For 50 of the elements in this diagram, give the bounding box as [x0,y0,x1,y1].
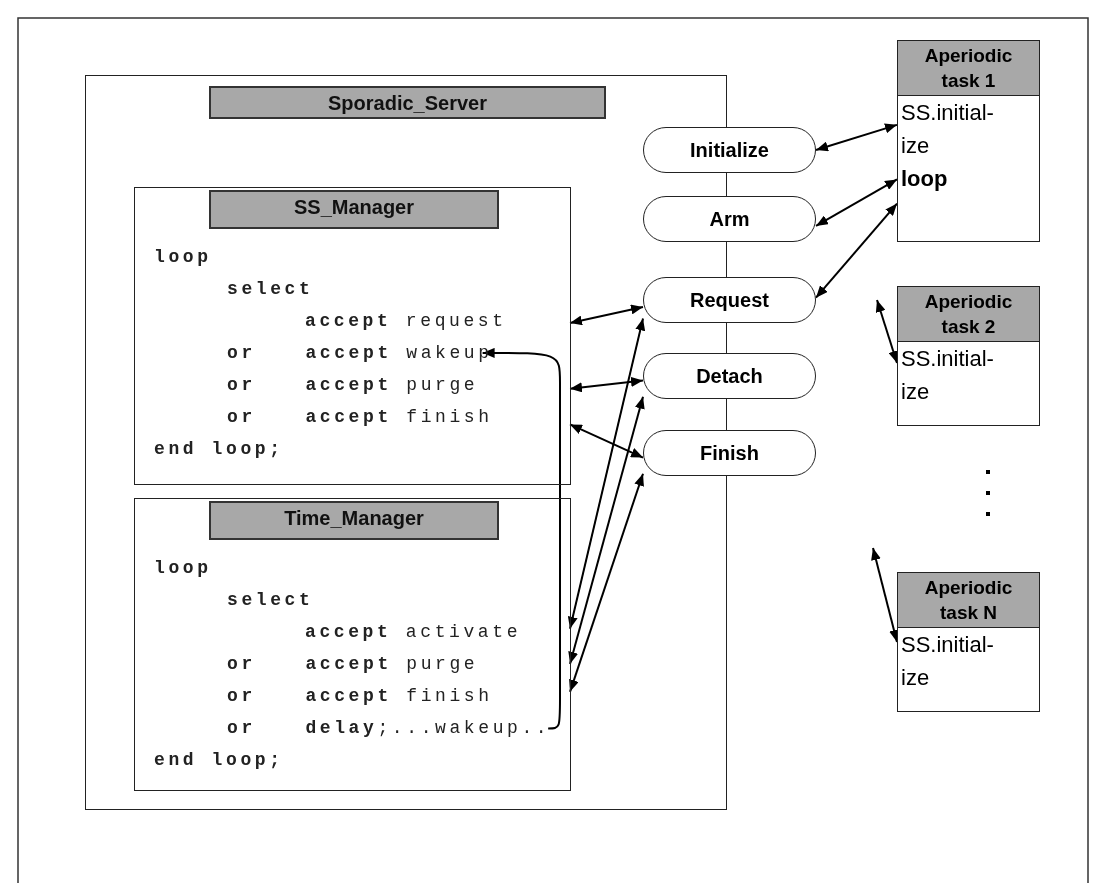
code-line: select [227,278,314,301]
task-code: SS.initial-ize [900,345,995,406]
task-title: Aperiodic task 1 [898,41,1039,96]
code-line: end loop; [154,749,284,772]
task-box [897,286,1040,426]
entry-label: Arm [709,207,750,231]
entry-label: Initialize [690,138,769,162]
task-module-box [134,498,571,791]
arrow [871,547,899,643]
task-code: SS.initial-ize [900,631,995,692]
entry-node [643,277,816,323]
code-line: loop [154,557,212,580]
arrow [569,376,644,393]
arrow [568,395,645,665]
code-line: or accept purge [227,374,479,397]
box-title: Time_Manager [209,501,499,540]
arrow [875,299,899,364]
task-code: loop [900,165,949,193]
code-line: or accept purge [227,653,479,676]
arrow [569,304,644,326]
code-line: end loop; [154,438,284,461]
task-title: Aperiodic task N [898,573,1039,628]
task-module-box [134,187,571,485]
task-box [897,40,1040,242]
code-line: or delay;...wakeup.. [227,717,551,740]
entry-node [643,196,816,242]
entry-node [643,430,816,476]
code-line: or accept finish [227,685,493,708]
arrow [569,472,644,693]
entry-label: Detach [696,364,763,388]
code-line: accept activate [305,621,522,644]
task-title: Aperiodic task 2 [898,287,1039,342]
box-title: SS_Manager [209,190,499,229]
code-line: loop [154,246,212,269]
entry-node [643,353,816,399]
arrow [815,123,898,152]
arrow [569,423,644,459]
arrow [815,178,898,227]
task-box [897,572,1040,712]
code-line: select [227,589,314,612]
code-line: or accept finish [227,406,493,429]
code-line: accept request [305,310,507,333]
arrow [567,317,646,630]
entry-label: Request [690,288,769,312]
entry-node [643,127,816,173]
box-title: Sporadic_Server [209,86,606,119]
arrow [815,202,898,299]
entry-label: Finish [700,441,759,465]
code-line: or accept wakeup [227,342,493,365]
arrow [481,347,561,730]
